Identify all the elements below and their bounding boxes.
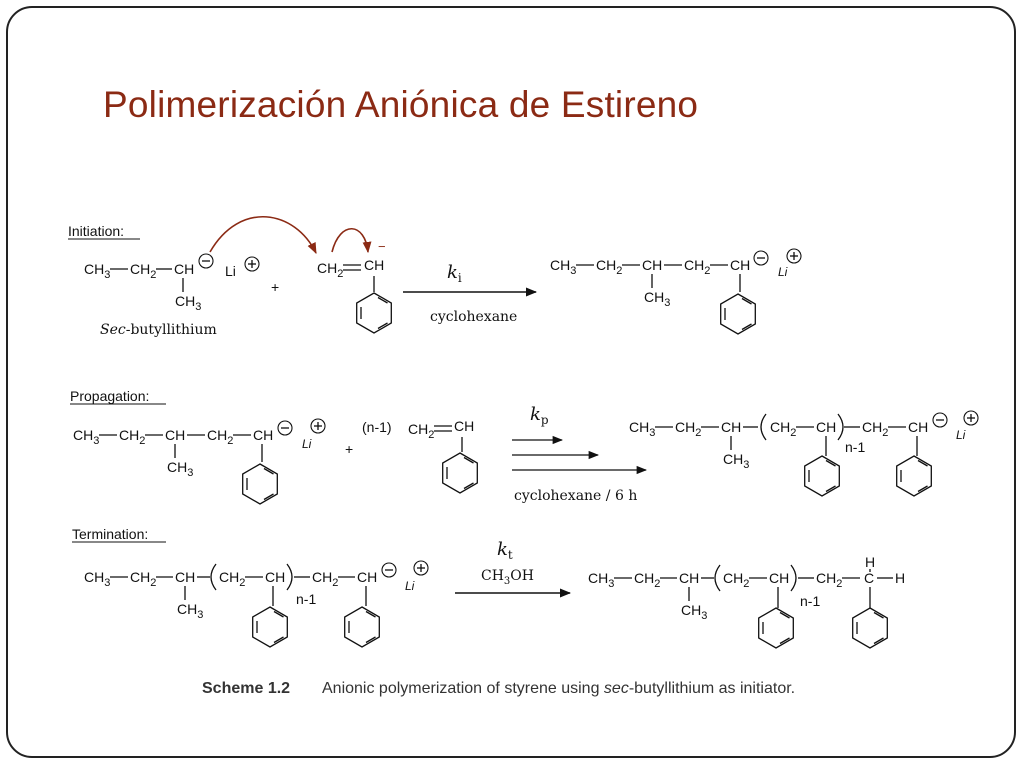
rate-constant-kt: kt	[497, 539, 513, 562]
section-initiation: Initiation:	[68, 223, 124, 239]
svg-text:CH3: CH3	[167, 459, 193, 479]
svg-text:H: H	[895, 570, 905, 586]
svg-text:CH: CH	[454, 418, 474, 434]
svg-text:CH: CH	[265, 569, 285, 585]
svg-text:CH: CH	[679, 570, 699, 586]
svg-text:CH2: CH2	[130, 569, 156, 589]
curly-arrow-1	[209, 215, 317, 255]
svg-text:CH2: CH2	[816, 570, 842, 590]
svg-text:n-1: n-1	[800, 593, 820, 609]
svg-text:CH: CH	[253, 427, 273, 443]
svg-text:CH3: CH3	[84, 261, 110, 281]
svg-text:n-1: n-1	[296, 591, 316, 607]
li-label: Li	[225, 263, 236, 279]
svg-text:CH3: CH3	[73, 427, 99, 447]
svg-text:CH2: CH2	[634, 570, 660, 590]
svg-text:CH: CH	[364, 257, 384, 273]
svg-text:CH: CH	[357, 569, 377, 585]
svg-text:CH2: CH2	[119, 427, 145, 447]
solvent-cyclohexane-6h: cyclohexane / 6 h	[514, 488, 637, 504]
sec-butyllithium-label: Sec-butyllithium	[100, 322, 217, 338]
slide-frame	[6, 6, 1016, 758]
slide-title: Polimerización Aniónica de Estireno	[103, 84, 699, 125]
initiation-product: CH3 CH2 CH CH3 CH2 CH Li	[550, 248, 802, 335]
caption-scheme-number: Scheme 1.2	[202, 680, 290, 697]
rate-constant-ki: ki	[447, 262, 462, 285]
svg-text:CH: CH	[165, 427, 185, 443]
svg-text:Li: Li	[405, 579, 415, 593]
svg-text:CH3: CH3	[723, 451, 749, 471]
svg-text:CH3: CH3	[175, 293, 201, 313]
solvent-cyclohexane: cyclohexane	[430, 309, 517, 325]
section-propagation: Propagation:	[70, 388, 149, 404]
svg-text:CH2: CH2	[684, 257, 710, 277]
curly-arrow-2	[331, 227, 372, 254]
styrene-monomer: CH2 CH	[317, 257, 392, 334]
minus-sign: −	[378, 239, 386, 254]
svg-text:n-1: n-1	[845, 439, 865, 455]
svg-text:CH3: CH3	[177, 601, 203, 621]
svg-text:CH2: CH2	[219, 569, 245, 589]
svg-text:H: H	[865, 554, 875, 570]
svg-text:CH2: CH2	[723, 570, 749, 590]
plus-sign: +	[271, 279, 279, 295]
svg-text:CH: CH	[174, 261, 194, 277]
svg-text:CH3: CH3	[681, 602, 707, 622]
svg-text:CH3: CH3	[588, 570, 614, 590]
svg-text:CH2: CH2	[770, 419, 796, 439]
svg-text:CH2: CH2	[130, 261, 156, 281]
svg-text:CH3: CH3	[84, 569, 110, 589]
svg-text:Li: Li	[956, 428, 966, 442]
section-termination: Termination:	[72, 526, 148, 542]
propagation-product: CH3 CH2 CH CH3 CH2 CH n-1 CH2 CH Li	[629, 410, 979, 497]
svg-text:CH: CH	[175, 569, 195, 585]
svg-text:CH: CH	[908, 419, 928, 435]
caption-text: Anionic polymerization of styrene using …	[322, 680, 795, 697]
rate-constant-kp: kp	[530, 404, 549, 427]
svg-text:CH2: CH2	[317, 260, 343, 280]
plus-sign-propagation: +	[345, 441, 353, 457]
svg-text:(n-1): (n-1)	[362, 419, 392, 435]
styrene-n-1: (n-1) CH2 CH	[362, 418, 478, 494]
propagation-reactant: CH3 CH2 CH CH3 CH2 CH Li	[73, 418, 326, 505]
svg-text:Li: Li	[778, 265, 788, 279]
reagent-methanol: CH3OH	[481, 568, 534, 587]
svg-text:CH3: CH3	[629, 419, 655, 439]
svg-text:CH2: CH2	[207, 427, 233, 447]
svg-text:CH: CH	[721, 419, 741, 435]
svg-text:CH: CH	[816, 419, 836, 435]
sec-butyllithium: CH3 CH2 CH Li CH3	[84, 253, 260, 313]
svg-text:CH3: CH3	[644, 289, 670, 309]
svg-text:CH3: CH3	[550, 257, 576, 277]
svg-text:CH: CH	[642, 257, 662, 273]
svg-text:CH: CH	[730, 257, 750, 273]
svg-text:CH2: CH2	[312, 569, 338, 589]
termination-reactant: CH3 CH2 CH CH3 CH2 CH n-1 CH2 CH Li	[84, 560, 429, 648]
svg-text:C: C	[864, 570, 874, 586]
svg-text:CH2: CH2	[596, 257, 622, 277]
termination-product: CH3 CH2 CH CH3 CH2 CH n-1 CH2 C H H	[588, 554, 905, 649]
svg-text:CH2: CH2	[862, 419, 888, 439]
svg-text:Li: Li	[302, 437, 312, 451]
svg-text:CH2: CH2	[408, 421, 434, 441]
svg-text:CH: CH	[769, 570, 789, 586]
svg-text:CH2: CH2	[675, 419, 701, 439]
